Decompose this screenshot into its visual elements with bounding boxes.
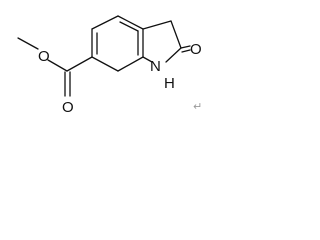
bond-ester-carbon-oxygen	[47, 59, 68, 72]
return-mark-icon: ↵	[193, 100, 202, 113]
bond-ring-bottom-left	[91, 56, 119, 72]
bond-ring-top-right	[117, 15, 144, 30]
bond-lactam-co-2	[181, 49, 191, 53]
ester-oxygen-label: O	[38, 48, 50, 65]
oxo-oxygen-label: O	[190, 41, 202, 58]
carbonyl-oxygen-label: O	[62, 99, 74, 116]
bond-ring-top-left	[91, 15, 119, 30]
double-bond-inner-top-right	[119, 21, 139, 32]
molecule-diagram: O N H O O ↵	[17, 15, 202, 116]
nitrogen-hydrogen-label: H	[164, 75, 175, 92]
bond-carbonyl-nitrogen	[165, 47, 182, 63]
bond-ring-bottom-right	[117, 56, 144, 72]
bond-ch2-carbonyl	[170, 20, 182, 49]
bond-nitrogen-ring	[142, 56, 153, 63]
benzene-ring	[91, 15, 144, 72]
methyl-ester-group	[17, 37, 93, 97]
bond-ring-to-ester-carbon	[66, 56, 93, 72]
pyrrolidinone-ring	[142, 20, 182, 63]
bond-lactam-co-1	[180, 45, 191, 49]
lactam-carbonyl	[180, 45, 191, 53]
bond-oxygen-methyl	[17, 37, 39, 50]
ring-nitrogen-label: N	[150, 58, 161, 75]
bond-c3-ch2	[142, 20, 172, 30]
